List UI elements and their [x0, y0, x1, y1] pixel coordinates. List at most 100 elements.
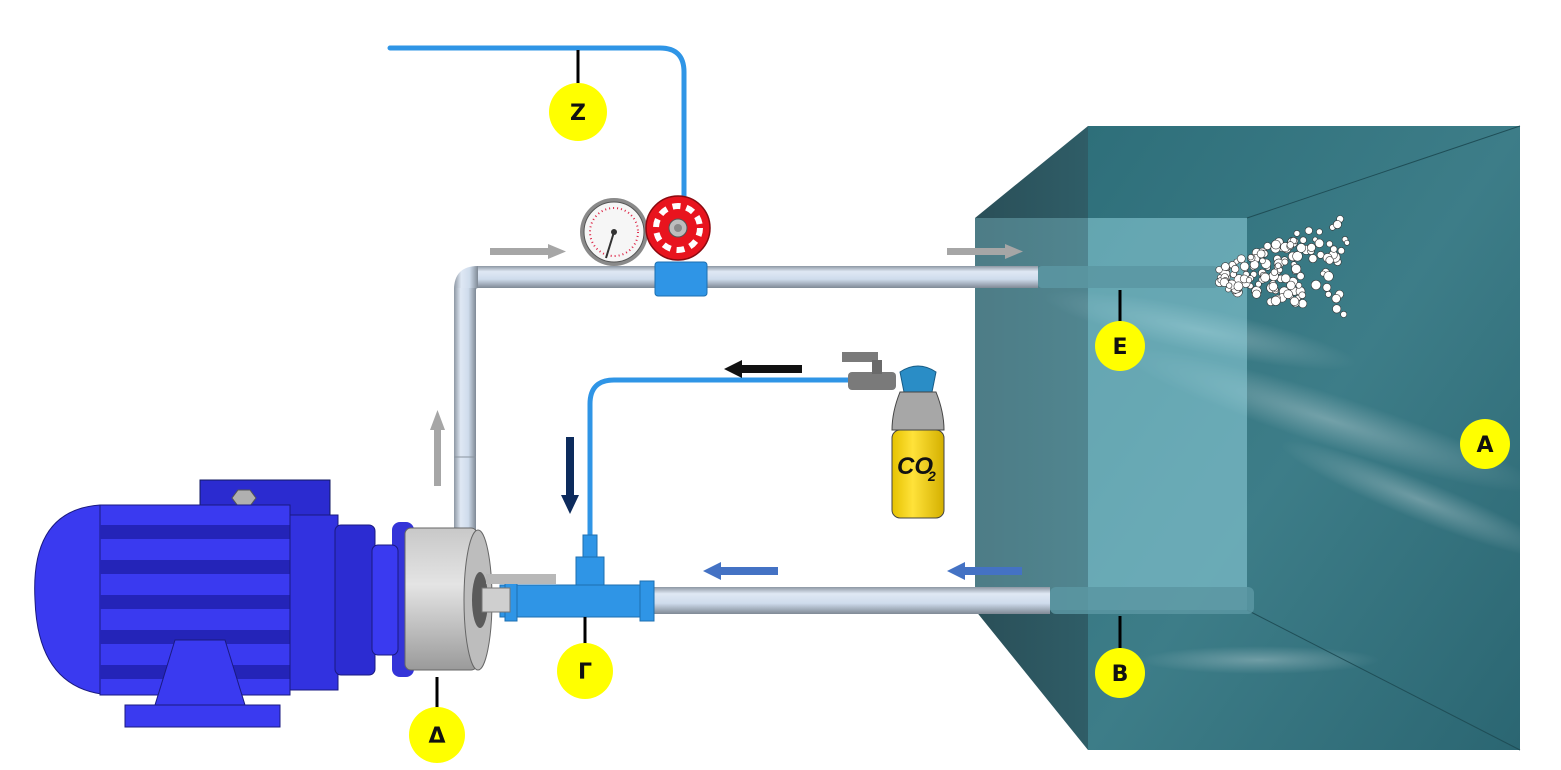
bubble: [1304, 226, 1313, 235]
bubble: [1231, 264, 1240, 273]
water-streak: [1140, 646, 1380, 674]
bubble: [1326, 240, 1333, 248]
bubble: [1325, 256, 1334, 265]
bubble: [1340, 310, 1348, 318]
bubble: [1291, 263, 1302, 274]
flow-arrow-left: [724, 360, 802, 378]
bubble: [1283, 289, 1293, 299]
cylinder-label-subscript: 2: [927, 468, 936, 484]
label-E: E: [1112, 335, 1127, 360]
callout-B: B: [1095, 616, 1145, 698]
bubble: [1245, 277, 1253, 284]
label-B: B: [1112, 662, 1129, 687]
flow-arrow-right: [490, 244, 566, 259]
bubble: [1270, 295, 1281, 306]
gauge-needle: [605, 231, 615, 259]
bubble: [1270, 268, 1278, 276]
bubble: [1344, 239, 1350, 246]
flow-arrow-left: [947, 562, 1022, 580]
bubble: [1299, 236, 1307, 244]
bubble: [1286, 280, 1296, 291]
water-streak: [1043, 290, 1357, 370]
pressure-gauge: [580, 198, 648, 266]
bubble: [1289, 296, 1300, 307]
label-badge: [1095, 321, 1145, 371]
cylinder-valve-cap: [899, 365, 937, 393]
bubble: [1331, 294, 1341, 304]
handwheel-valve[interactable]: [645, 195, 711, 297]
bubble: [1296, 243, 1306, 253]
bubble: [1332, 304, 1342, 314]
pump-head: [392, 522, 556, 677]
co2-cylinder: CO 2: [842, 352, 945, 519]
bubble: [1221, 262, 1230, 271]
bubble: [1252, 289, 1262, 299]
bubble: [1263, 242, 1272, 250]
bubble-plume: [1215, 215, 1350, 318]
bubble: [1271, 239, 1281, 250]
flow-arrow-down: [561, 437, 579, 514]
label-badge: [557, 643, 613, 699]
label-A: A: [1476, 433, 1493, 458]
callout-E: E: [1095, 290, 1145, 371]
label-Z: Z: [570, 101, 586, 126]
motor-fan-cover: [34, 504, 111, 696]
callout-Gamma: Γ: [557, 617, 613, 699]
gas-supply-line: [387, 45, 687, 208]
bubble: [1239, 261, 1250, 272]
bubble: [1226, 282, 1233, 289]
bubble: [1260, 272, 1270, 283]
label-Gamma: Γ: [578, 660, 592, 685]
callout-A: A: [1460, 419, 1510, 469]
venturi-injector: [499, 584, 653, 618]
outlet-pipe-submerged: [1038, 266, 1218, 288]
flow-arrow-right: [947, 244, 1023, 259]
bubble: [1307, 243, 1316, 252]
label-badge: [1460, 419, 1510, 469]
bubble: [1233, 281, 1244, 292]
bubble: [1316, 228, 1323, 236]
bubble: [1296, 272, 1305, 281]
bubble: [1286, 241, 1295, 249]
bubble: [1322, 283, 1332, 292]
pump-motor: [34, 479, 399, 728]
bubble: [1323, 271, 1334, 282]
bubble: [1281, 258, 1289, 266]
suction-pipe-submerged: [1050, 587, 1254, 614]
bubble: [1255, 280, 1262, 288]
tank-edge: [1246, 609, 1521, 751]
ball-valve[interactable]: [848, 372, 896, 390]
bubble: [1308, 254, 1318, 263]
label-badge: [549, 83, 607, 141]
callout-Z: Z: [549, 50, 607, 141]
label-badge: [1095, 648, 1145, 698]
water-streak: [1120, 347, 1540, 493]
bubble: [1310, 279, 1322, 291]
riser-pipe: [454, 288, 476, 533]
bubble: [1256, 249, 1266, 259]
bubble: [1292, 251, 1303, 262]
ball-valve-lever[interactable]: [842, 352, 878, 362]
cylinder-label: CO: [897, 453, 933, 480]
flow-arrow-up: [430, 410, 445, 486]
suction-pipe: [650, 587, 1050, 614]
flow-arrows: [430, 244, 1023, 580]
bubble: [1259, 257, 1266, 265]
bubble: [1298, 299, 1308, 309]
bubble: [1247, 254, 1254, 261]
callout-Delta: Δ: [409, 677, 465, 763]
bubble: [1325, 290, 1332, 298]
bubble: [1330, 245, 1338, 253]
tank-edge: [1246, 125, 1521, 219]
motor-flange: [334, 524, 376, 676]
bubble: [1298, 291, 1306, 299]
bubble: [1274, 262, 1282, 269]
pipe-elbow: [454, 266, 478, 290]
valve-body: [654, 261, 708, 297]
bubble: [1293, 230, 1301, 237]
bubble: [1268, 282, 1278, 292]
bubble: [1280, 273, 1291, 284]
flow-arrow-left: [703, 562, 778, 580]
bubble: [1314, 238, 1324, 248]
